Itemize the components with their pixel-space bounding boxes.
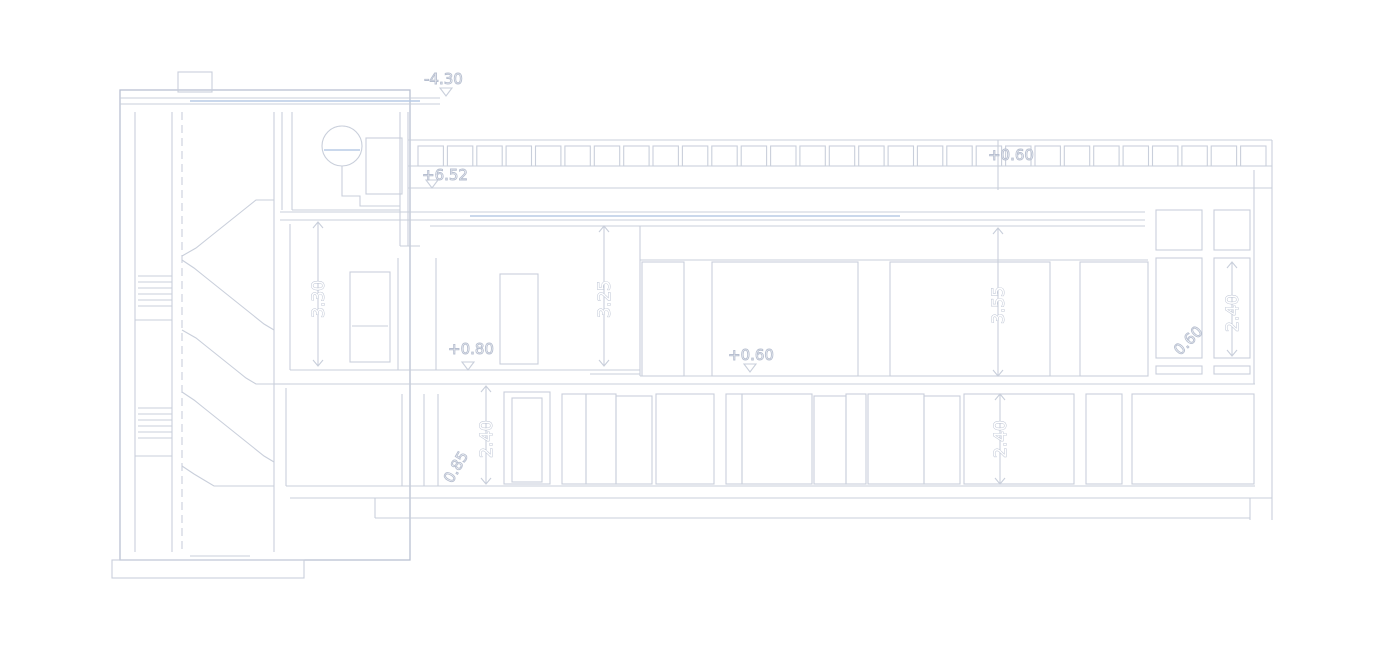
- roof-window-pane: [1063, 145, 1091, 167]
- roof-window-pane: [1093, 145, 1120, 167]
- roof-window-pane: [799, 145, 826, 167]
- roof-window-pane: [681, 145, 709, 167]
- roof-window-pane: [858, 145, 885, 167]
- roof-window-pane: [1034, 145, 1061, 167]
- roof-window-pane: [975, 145, 1003, 167]
- dimension-330: 3.30: [309, 280, 329, 318]
- roof-window-pane: [534, 145, 562, 167]
- roof-window-pane: [1181, 145, 1208, 167]
- roof-window-pane: [593, 145, 621, 167]
- dimension-355: 3.55: [989, 286, 1009, 324]
- right-tower: [1155, 170, 1255, 384]
- level-roof-label: +6.52: [422, 166, 468, 184]
- roof-window-pane: [476, 145, 503, 167]
- building-outline: [111, 71, 1273, 579]
- roof-window-pane: [1210, 145, 1238, 167]
- roof-window-pane: [417, 145, 444, 167]
- roof-window-pane: [711, 145, 738, 167]
- upper-left-room: [281, 112, 420, 247]
- roof-window-pane: [946, 145, 973, 167]
- roof-window-pane: [740, 145, 768, 167]
- drawing-labels: -4.30 +6.52 +0.80 +0.60 +0.60 3.30 3.25 …: [309, 70, 1244, 487]
- door-lower-1: [503, 391, 551, 485]
- roof-window-pane: [623, 145, 650, 167]
- level-top-label: -4.30: [424, 70, 463, 88]
- lower-floor: [285, 388, 1255, 487]
- stair-tower: [134, 112, 275, 557]
- roof-window-pane: [916, 145, 944, 167]
- door-mid-left: [349, 271, 391, 363]
- upper-slab: [280, 211, 1148, 376]
- roof-window-pane: [887, 145, 915, 167]
- roof-window-pane: [1122, 145, 1150, 167]
- dimension-240-lower-left: 2.40: [477, 420, 497, 458]
- dimension-lines: [312, 87, 1238, 485]
- middle-floor: [274, 224, 1255, 385]
- level-roof-small-label: +0.60: [988, 146, 1034, 164]
- door-mid-center: [499, 273, 539, 365]
- dimension-325: 3.25: [595, 280, 615, 318]
- door-lower-4: [923, 395, 961, 485]
- small-right-label: 0.60: [1170, 322, 1206, 358]
- roof-window-pane: [1005, 145, 1032, 167]
- roof-window-strip: [417, 145, 1267, 167]
- door-lower-2: [615, 395, 653, 485]
- roof-window-pane: [505, 145, 533, 167]
- door-lower-3: [813, 395, 847, 485]
- dimension-240-lower-right: 2.40: [991, 420, 1011, 458]
- roof-window-pane: [1151, 145, 1179, 167]
- roof-window-pane: [564, 145, 591, 167]
- roof-window-pane: [1240, 145, 1267, 167]
- level-mid-center-label: +0.60: [728, 346, 774, 364]
- roof-window-pane: [446, 145, 474, 167]
- roof-window-pane: [828, 145, 856, 167]
- small-left-label: 0.85: [440, 448, 472, 486]
- level-mid-left-label: +0.80: [448, 340, 494, 358]
- roof-window-pane: [652, 145, 679, 167]
- dimension-240-right: 2.40: [1223, 294, 1243, 332]
- roof-window-pane: [770, 145, 797, 167]
